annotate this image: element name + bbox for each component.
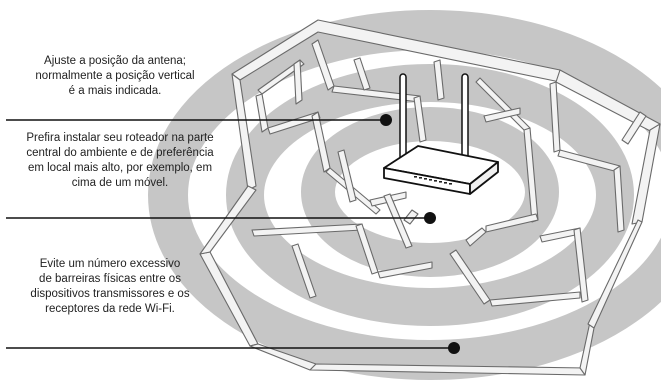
callout-line: central do ambiente e de preferência [26, 147, 214, 159]
router-side [469, 161, 499, 195]
wall-outer-west [231, 73, 257, 191]
dot-marker-icon [448, 342, 460, 354]
wall-interior [257, 59, 305, 95]
leader-markers [380, 114, 460, 354]
wall-interior [293, 59, 303, 105]
wall-interior [403, 209, 419, 225]
wall-interior [621, 111, 647, 145]
signal-ring-outer [148, 10, 661, 380]
wall-interior [291, 243, 317, 299]
wall-interior [413, 95, 427, 143]
wall-interior [483, 107, 521, 123]
router-leds [414, 176, 452, 185]
wifi-router-icon [383, 73, 499, 195]
wall-interior [449, 249, 491, 305]
wall-outer-east-lower [631, 123, 661, 225]
wall-outer-east-diagonal [587, 219, 643, 329]
wall-interior [573, 227, 589, 303]
wall-interior [337, 149, 357, 203]
wall-interior [523, 127, 539, 223]
callout-line: em local mais alto, por exemplo, em [27, 162, 213, 174]
wall-interior [255, 93, 269, 133]
callout-antenna: Ajuste a posição da antena; normalmente … [6, 54, 224, 99]
antenna-left [399, 73, 407, 167]
leader-lines [6, 119, 454, 349]
wall-interior [353, 57, 371, 91]
antenna-right [461, 73, 469, 167]
wall-interior [433, 59, 445, 101]
wall-interior [355, 223, 379, 275]
callout-barriers: Evite um número excessivo de barreiras f… [0, 257, 220, 317]
wall-interior [311, 111, 331, 173]
floor-plan [199, 19, 661, 376]
dot-marker-icon [424, 212, 436, 224]
callout-line: Ajuste a posição da antena; [44, 55, 186, 67]
callout-line: receptores da rede Wi-Fi. [45, 303, 175, 315]
wall-interior [613, 165, 625, 233]
wall-interior [489, 291, 581, 307]
callout-line: Prefira instalar seu roteador na parte [26, 132, 214, 144]
wall-interior [383, 193, 413, 249]
wall-interior [549, 81, 561, 153]
callout-line: dispositivos transmissores e os [30, 288, 190, 300]
wall-outer-left-link [199, 185, 257, 255]
callout-line: Evite um número excessivo [39, 258, 181, 270]
wall-interior [267, 111, 321, 135]
wall-interior [311, 39, 335, 91]
dot-marker-icon [380, 114, 392, 126]
signal-ring-inner [301, 107, 559, 277]
callout-line: normalmente a posição vertical [35, 70, 195, 82]
wall-interior [377, 261, 433, 279]
callout-line: é a mais indicada. [68, 85, 162, 97]
callout-line: de barreiras físicas entre os [39, 273, 181, 285]
callout-placement: Prefira instalar seu roteador na parte c… [0, 131, 240, 191]
wall-interior [465, 227, 487, 247]
callout-line: cima de um móvel. [71, 177, 169, 189]
wall-interior [485, 213, 539, 233]
